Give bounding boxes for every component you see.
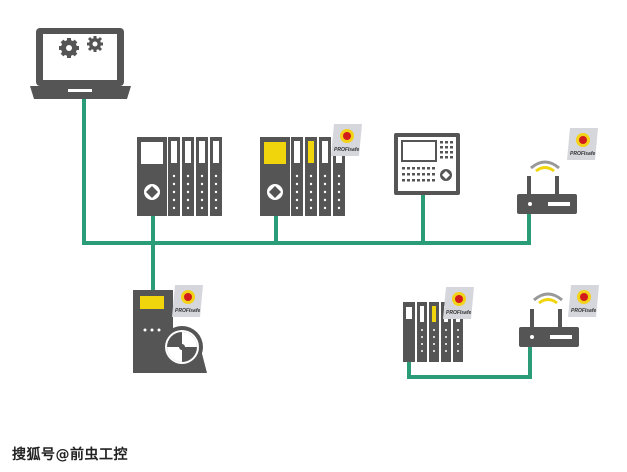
remote-io-icon [403, 302, 463, 362]
profisafe-badge: PROFIsafe [172, 285, 203, 317]
profisafe-badge: PROFIsafe [568, 285, 599, 317]
svg-text:PROFIsafe: PROFIsafe [175, 308, 201, 314]
safety-drive-icon [133, 290, 207, 373]
plc-standard-icon [137, 137, 222, 216]
remote-io-link-line [407, 345, 532, 379]
watermark-text: 搜狐号@前虫工控 [12, 447, 128, 463]
gear-icon [87, 36, 103, 52]
svg-text:PROFIsafe: PROFIsafe [446, 310, 472, 316]
wifi-signal-icon [533, 292, 563, 305]
svg-text:PROFIsafe: PROFIsafe [570, 151, 596, 157]
wireless-access-point-icon [519, 292, 579, 347]
hmi-panel-icon [394, 133, 460, 195]
laptop-icon [30, 28, 131, 99]
network-lines [82, 95, 532, 379]
wifi-signal-icon [530, 160, 560, 173]
svg-text:PROFIsafe: PROFIsafe [334, 147, 360, 153]
profisafe-badge: PROFIsafe [443, 287, 474, 319]
io-modules [168, 137, 222, 216]
motor-icon [157, 326, 207, 373]
wireless-access-point-icon [517, 160, 577, 214]
profisafe-badge: PROFIsafe [567, 128, 598, 160]
plc-safety-icon [260, 137, 345, 216]
gear-icon [59, 38, 79, 58]
svg-text:PROFIsafe: PROFIsafe [571, 308, 597, 314]
profisafe-badge: PROFIsafe [331, 124, 362, 156]
